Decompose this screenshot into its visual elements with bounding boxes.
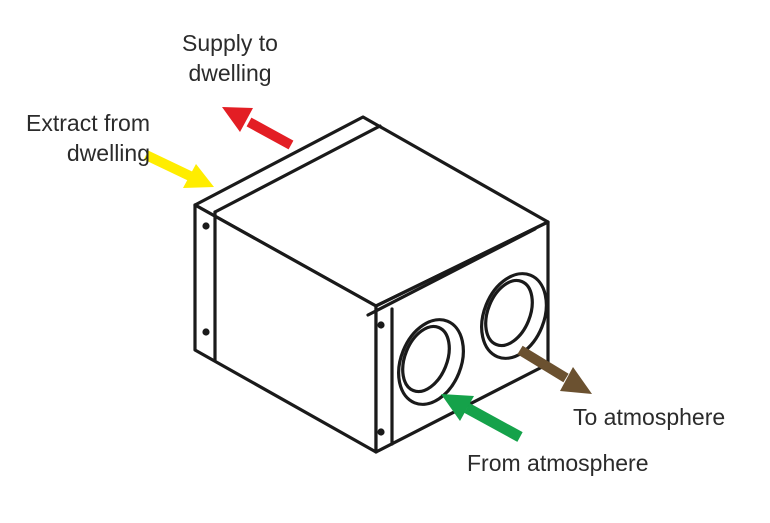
- to-atmosphere-arrow: [517, 345, 592, 394]
- screw-top-left: [202, 222, 210, 230]
- extract-label-line2: dwelling: [66, 140, 150, 166]
- supply-arrow: [222, 107, 294, 150]
- extract-arrow: [143, 150, 214, 188]
- extract-from-dwelling-label: Extract from dwelling: [8, 108, 150, 168]
- supply-label-line2: dwelling: [188, 60, 272, 86]
- from-atmosphere-arrow: [441, 394, 523, 442]
- unit-cap-top-right: [366, 227, 537, 317]
- from-atmosphere-label: From atmosphere: [467, 450, 649, 476]
- spigot-from-atmosphere: [397, 318, 465, 406]
- spigot-to-atmosphere: [480, 272, 548, 360]
- to-atmosphere-label: To atmosphere: [573, 404, 726, 430]
- screw-bottom-right: [377, 428, 385, 436]
- supply-label-line1: Supply to: [182, 30, 278, 56]
- unit-cap-top-left: [213, 124, 382, 214]
- screw-bottom-left: [202, 328, 210, 336]
- extract-label-line1: Extract from: [26, 110, 150, 136]
- supply-to-dwelling-label: Supply to dwelling: [170, 28, 290, 88]
- screw-top-right: [377, 321, 385, 329]
